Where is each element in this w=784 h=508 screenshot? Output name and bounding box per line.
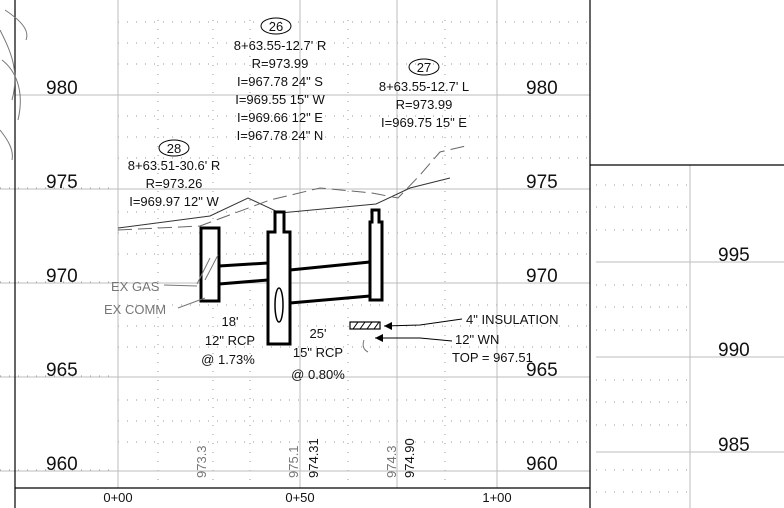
- callout-26: 26 8+63.55-12.7' R R=973.99 I=967.78 24"…: [234, 17, 326, 143]
- callout-line: 8+63.51-30.6' R: [128, 158, 220, 173]
- existing-ground-line: [117, 144, 471, 231]
- elevation-label: 995: [718, 245, 750, 266]
- callout-line: 8+63.55-12.7' R: [234, 38, 326, 53]
- insulation-hatch: [352, 321, 380, 330]
- callout-line: 8+63.55-12.7' L: [379, 79, 469, 94]
- structure-id: 28: [167, 141, 181, 156]
- insulation-block: [349, 321, 381, 330]
- elevation-label: 965: [46, 360, 78, 381]
- structure-id-bubble: [158, 139, 190, 157]
- grade-labels: 973.3 975.1 974.31 974.3 974.90: [194, 438, 417, 478]
- elevation-label: 990: [718, 340, 750, 361]
- elevation-label: 980: [46, 78, 78, 99]
- callout-line: I=969.97 12" W: [129, 194, 219, 209]
- callout-line: R=973.99: [396, 97, 453, 112]
- callout-line: I=969.66 12" E: [237, 110, 323, 125]
- elevation-labels-side: 995 990 985: [718, 245, 750, 456]
- existing-grade-label: 973.3: [194, 445, 209, 478]
- station-label: 0+50: [285, 490, 314, 505]
- callout-line: I=967.78 24" N: [237, 128, 324, 143]
- wn-top-label: TOP = 967.51: [452, 350, 533, 365]
- pipe-12in: [218, 278, 269, 286]
- minor-grid: [0, 20, 690, 493]
- pipe-labels: 18' 12" RCP @ 1.73% 25' 15" RCP @ 0.80%: [201, 314, 345, 382]
- pipe-opening: [274, 287, 284, 323]
- ex-comm-label: EX COMM: [104, 302, 166, 317]
- structure-id-bubble: [408, 58, 440, 76]
- pipe-slope: @ 1.73%: [201, 352, 255, 367]
- elevation-label: 970: [46, 266, 78, 287]
- elevation-label: 980: [526, 78, 558, 99]
- structure-27: [368, 208, 384, 302]
- leader-insulation: [383, 318, 463, 327]
- elevation-labels-left: 980 975 970 965 960: [46, 78, 78, 475]
- structure-id: 26: [269, 19, 283, 34]
- elevation-labels-right: 980 975 970 965 960: [526, 78, 558, 475]
- wn-label: 12" WN: [455, 332, 499, 347]
- proposed-grade-label: 974.90: [402, 438, 417, 478]
- structures: [199, 208, 384, 346]
- insulation-label: 4" INSULATION: [466, 312, 559, 327]
- station-labels: 0+00 0+50 1+00: [103, 490, 511, 505]
- leader-wn: [375, 337, 453, 342]
- elevation-label: 960: [526, 454, 558, 475]
- arrow-wn: [375, 334, 383, 342]
- pipes: [218, 260, 371, 305]
- pipe-length: 25': [310, 326, 327, 341]
- arrow-insulation: [384, 322, 392, 330]
- callout-line: R=973.26: [146, 176, 203, 191]
- elevation-label: 975: [46, 172, 78, 193]
- pipe-size: 12" RCP: [205, 333, 255, 348]
- callout-line: I=969.75 15" E: [381, 115, 467, 130]
- station-label: 0+00: [103, 490, 132, 505]
- structure-id: 27: [417, 60, 431, 75]
- elevation-label: 970: [526, 266, 558, 287]
- sheet-frame: [14, 0, 784, 508]
- elevation-label: 960: [46, 454, 78, 475]
- elevation-label: 965: [526, 360, 558, 381]
- structure-id-bubble: [260, 17, 292, 35]
- elevation-label: 975: [526, 172, 558, 193]
- existing-grade-label: 975.1: [286, 445, 301, 478]
- callout-27: 27 8+63.55-12.7' L R=973.99 I=969.75 15"…: [379, 58, 469, 130]
- pipe-slope: @ 0.80%: [291, 367, 345, 382]
- pipe-length: 18': [222, 314, 239, 329]
- structure-28: [199, 226, 221, 303]
- elevation-label: 985: [718, 435, 750, 456]
- existing-grade-label: 974.3: [384, 445, 399, 478]
- utility-labels: EX GAS EX COMM 4" INSULATION 12" WN TOP …: [104, 279, 559, 365]
- existing-contours: [0, 9, 28, 161]
- callout-line: I=969.55 15" W: [235, 92, 325, 107]
- pipe-12in: [218, 261, 269, 268]
- station-label: 1+00: [482, 490, 511, 505]
- callout-line: I=967.78 24" S: [237, 74, 323, 89]
- callout-28: 28 8+63.51-30.6' R R=973.26 I=969.97 12"…: [128, 139, 220, 209]
- pipe-15in: [289, 294, 371, 305]
- ex-gas-label: EX GAS: [111, 279, 160, 294]
- existing-utilities: [163, 254, 463, 353]
- pipe-size: 15" RCP: [293, 345, 343, 360]
- proposed-grade-label: 974.31: [306, 438, 321, 478]
- structure-26: [266, 210, 292, 346]
- callout-line: R=973.99: [252, 56, 309, 71]
- pipe-15in: [289, 260, 371, 272]
